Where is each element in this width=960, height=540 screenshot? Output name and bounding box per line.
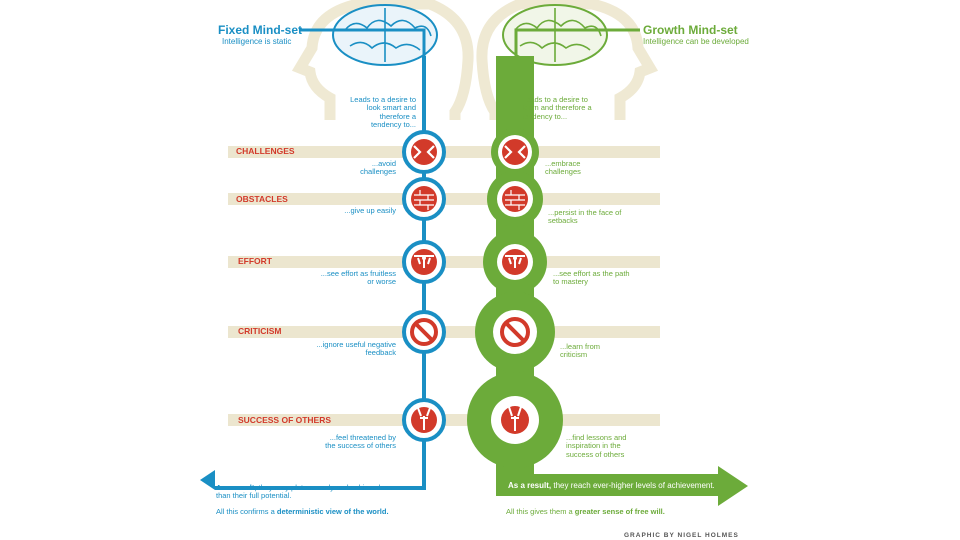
fixed-title: Fixed Mind-set <box>218 23 303 37</box>
weightlifter-icon <box>411 249 528 275</box>
category-label-effort: EFFORT <box>238 256 272 266</box>
fixed-desire-text: Leads to a desire to look smart and ther… <box>350 95 416 130</box>
growth-response-success: ...find lessons and inspiration in the s… <box>566 433 627 459</box>
growth-subtitle: Intelligence can be developed <box>643 37 749 46</box>
fixed-response-criticism: ...ignore useful negative feedback <box>316 340 396 358</box>
growth-result-arrow <box>496 466 748 506</box>
graphic-credit: GRAPHIC BY NIGEL HOLMES <box>624 532 739 539</box>
growth-response-obstacles: ...persist in the face of setbacks <box>548 208 622 226</box>
growth-brain-icon <box>502 4 608 66</box>
fixed-response-challenges: ...avoid challenges <box>360 159 396 177</box>
growth-result-text: As a result, they reach ever-higher leve… <box>508 481 715 490</box>
fixed-response-success: ...feel threatened by the success of oth… <box>325 433 396 451</box>
growth-confirm-text: All this gives them a greater sense of f… <box>506 507 665 516</box>
growth-title-line <box>514 28 640 56</box>
fixed-title-line <box>300 28 426 56</box>
growth-desire-text: Leads to a desire to learn and therefore… <box>522 95 592 121</box>
arrows-in-icon <box>411 139 528 165</box>
growth-response-criticism: ...learn from criticism <box>560 342 601 360</box>
fixed-head-silhouette <box>291 0 474 120</box>
growth-response-effort: ...see effort as the path to mastery <box>553 269 630 287</box>
fixed-result-arrowhead <box>200 470 215 490</box>
category-label-obstacles: OBSTACLES <box>236 194 288 204</box>
fixed-subtitle: Intelligence is static <box>222 37 292 46</box>
fixed-response-obstacles: ...give up easily <box>344 206 396 215</box>
growth-response-challenges: ...embrace challenges <box>545 159 581 177</box>
fixed-brain-icon <box>332 4 438 66</box>
category-label-challenges: CHALLENGES <box>236 146 295 156</box>
growth-head-silhouette <box>476 0 659 120</box>
fixed-result-text: As a result, they may plateau early and … <box>216 483 392 501</box>
fixed-response-effort: ...see effort as fruitless or worse <box>320 269 396 287</box>
brick-wall-icon <box>411 186 528 212</box>
category-label-criticism: CRITICISM <box>238 326 282 336</box>
no-sign-icon <box>410 317 530 347</box>
applause-icon <box>411 406 529 434</box>
growth-title: Growth Mind-set <box>643 23 738 37</box>
category-label-success-of-others: SUCCESS OF OTHERS <box>238 415 332 425</box>
fixed-confirm-text: All this confirms a deterministic view o… <box>216 507 389 516</box>
